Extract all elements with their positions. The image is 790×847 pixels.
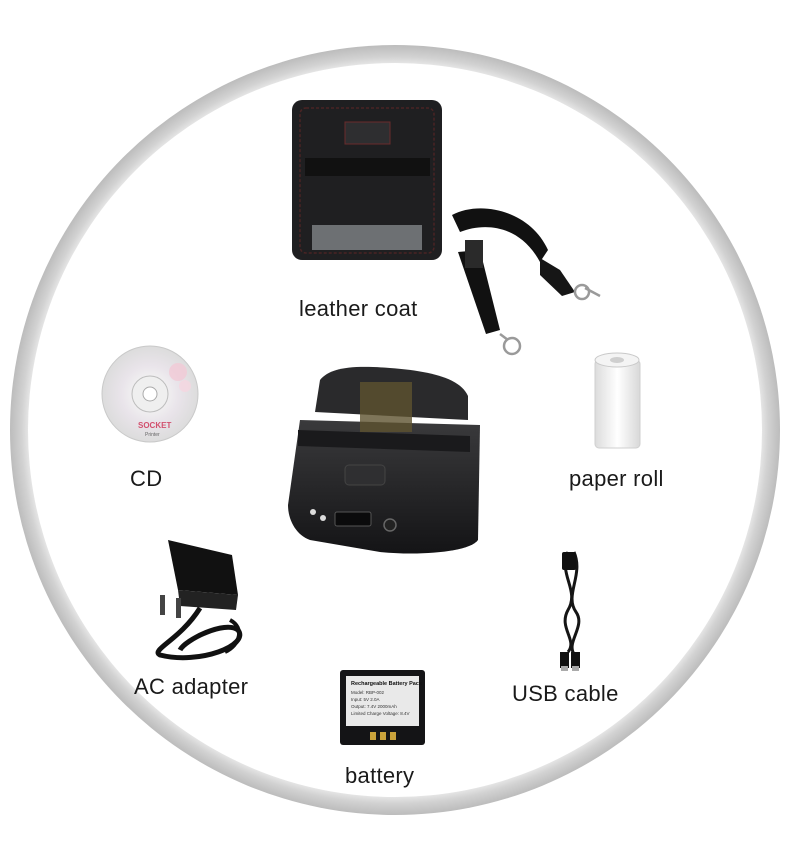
- cd-disc-subtext: Printer: [145, 432, 160, 438]
- cd-label: CD: [130, 466, 163, 491]
- battery-sticker-title: Rechargeable Battery Pack: [351, 681, 423, 687]
- printer-icon: [288, 366, 480, 554]
- battery-icon: Rechargeable Battery Pack Model: RBP-002…: [340, 670, 425, 745]
- ac-adapter-icon: [155, 540, 243, 661]
- paper-roll-icon: [594, 352, 641, 449]
- battery-sticker-line-1: Model: RBP-002: [351, 690, 385, 695]
- cd-icon: SOCKET Printer: [101, 345, 199, 443]
- battery-sticker-line-3: Output: 7.4V 2000mAh: [351, 704, 397, 709]
- usb-cable-label: USB cable: [512, 681, 619, 706]
- battery-sticker-line-4: Limited Charge Voltage: 8.4V: [351, 711, 410, 716]
- ac-adapter-label: AC adapter: [134, 674, 249, 699]
- battery-sticker-line-2: Input: 5V 2.0A: [351, 697, 380, 702]
- cd-disc-text: SOCKET: [138, 421, 171, 430]
- leather-coat-icon: [292, 100, 601, 356]
- paper-roll-label: paper roll: [569, 466, 664, 491]
- usb-cable-icon: [560, 551, 581, 671]
- battery-label: battery: [345, 763, 415, 788]
- leather-coat-label: leather coat: [299, 296, 418, 321]
